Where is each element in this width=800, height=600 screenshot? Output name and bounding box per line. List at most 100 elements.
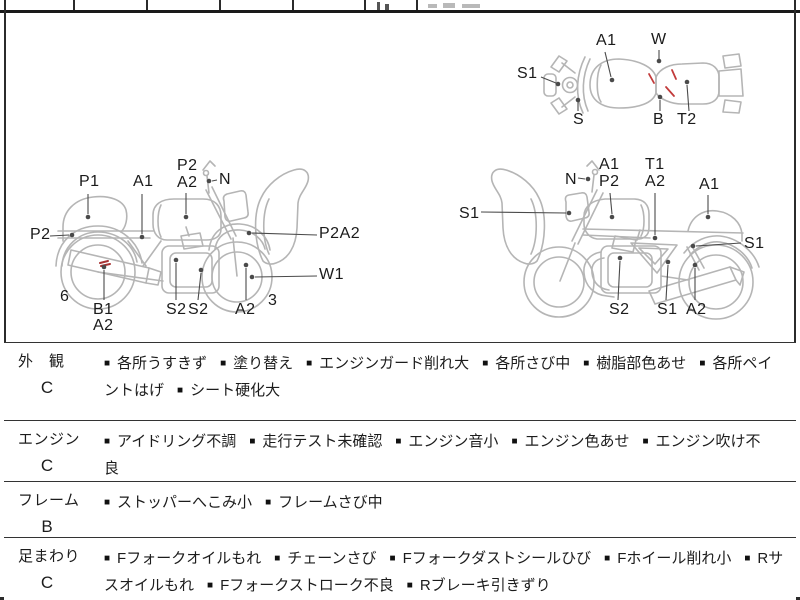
defect-item: ■チェーンさび (274, 550, 376, 567)
defect-text: Fホイール削れ小 (617, 550, 732, 567)
bullet-square-icon: ■ (104, 436, 111, 447)
defect-item: ■Rサスオイルもれ (104, 550, 783, 594)
section-label: 足まわり (18, 548, 81, 565)
diagram-label-p2a2: P2A2 (319, 225, 361, 242)
defect-text: エンジン色あせ (524, 433, 630, 450)
top-view-callout-lines (540, 50, 690, 112)
sheet-left-border (4, 0, 6, 600)
defect-item: ■塗り替え (220, 355, 293, 372)
diagram-label-a1: A1 (133, 173, 154, 190)
bullet-square-icon: ■ (699, 358, 706, 369)
diagram-label-a1: A1 (699, 176, 720, 193)
diagram-label-p2: P2 (30, 226, 51, 243)
bullet-square-icon: ■ (306, 358, 313, 369)
diagram-label-n: N (219, 171, 232, 188)
defect-item: ■エンジン音小 (395, 433, 498, 450)
defect-text: 各所ペイントはげ (104, 355, 773, 399)
defect-text: フレームさび中 (278, 494, 383, 511)
diagram-label-a2: A2 (177, 174, 198, 191)
defect-text: シート硬化大 (190, 382, 281, 399)
defect-item: ■エンジン吹け不良 (104, 433, 761, 477)
section-grade: C (40, 573, 54, 592)
diagram-label-a2: A2 (235, 301, 256, 318)
diagram-label-a2: A2 (93, 317, 114, 334)
motorcycle-left-side-art (55, 160, 310, 313)
defect-list: ■アイドリング不調■走行テスト未確認■エンジン音小■エンジン色あせ■エンジン吹け… (104, 421, 796, 481)
defect-text: 各所うすきず (117, 355, 208, 372)
condition-table: 外 観 C ■各所うすきず■塗り替え■エンジンガード削れ大■各所さび中■樹脂部色… (4, 342, 796, 600)
defect-item: ■ エンジンガード削れ大 (306, 355, 469, 372)
defect-item: ■ 走行テスト未確認 (249, 433, 382, 450)
bullet-square-icon: ■ (389, 553, 396, 564)
section-grade: C (40, 378, 54, 397)
defect-item: ■ Fフォークオイルもれ (104, 550, 261, 567)
defect-text: Fフォークオイルもれ (117, 550, 262, 567)
muffler-damage-mark (99, 260, 111, 267)
bullet-square-icon: ■ (265, 497, 272, 508)
diagram-label-a2: A2 (645, 173, 666, 190)
sheet-right-border (794, 0, 796, 600)
defect-item: ■アイドリング不調 (104, 433, 236, 450)
diagram-label-w1: W1 (319, 266, 344, 283)
bullet-square-icon: ■ (177, 385, 184, 396)
diagram-label-p2: P2 (177, 157, 198, 174)
bullet-square-icon: ■ (207, 580, 214, 591)
section-label: エンジン (18, 431, 81, 448)
diagram-label-6: 6 (60, 288, 70, 305)
bullet-square-icon: ■ (249, 436, 256, 447)
diagram-label-s1: S1 (744, 235, 765, 252)
defect-text: エンジン音小 (408, 433, 499, 450)
defect-text: 樹脂部色あせ (596, 355, 687, 372)
section-label: 外 観 (18, 353, 65, 370)
defect-item: ■樹脂部色あせ (583, 355, 686, 372)
diagram-label-w: W (651, 31, 667, 48)
diagram-label-n: N (565, 171, 578, 188)
left-side-callout-lines (49, 178, 318, 301)
diagram-label-p1: P1 (79, 173, 100, 190)
header-cell-divider (292, 0, 294, 11)
defect-text: Rブレーキ引きずり (419, 577, 551, 594)
header-cell-divider (364, 0, 366, 11)
diagram-label-s2: S2 (609, 301, 630, 318)
header-cell-divider (73, 0, 75, 11)
defect-text: 各所さび中 (495, 355, 571, 372)
defect-list: ■Fフォークオイルもれ■チェーンさび■Fフォークダストシールひび■Fホイール削れ… (104, 538, 796, 600)
inspection-row-frame: フレーム B ■ストッパーへこみ小 ■ フレームさび中 (4, 481, 796, 537)
bullet-square-icon: ■ (104, 553, 111, 564)
defect-text: 走行テスト未確認 (262, 433, 383, 450)
defect-item: ■Fホイール削れ小 (604, 550, 731, 567)
motorcycle-right-side-art (490, 160, 760, 320)
defect-item: ■ フレームさび中 (265, 494, 383, 511)
defect-list: ■各所うすきず■塗り替え■エンジンガード削れ大■各所さび中■樹脂部色あせ■各所ペ… (104, 343, 796, 420)
header-cell-divider (146, 0, 148, 11)
defect-item: ■各所ペイントはげ (104, 355, 772, 399)
section-grade: B (41, 517, 53, 536)
header-cell-divider (219, 0, 221, 11)
cutoff-text-fragment (443, 3, 455, 8)
diagram-label-b1: B1 (93, 301, 114, 318)
diagram-label-s1: S1 (517, 65, 538, 82)
defect-text: Fフォークダストシールひび (402, 550, 592, 567)
inspection-row-exterior: 外 観 C ■各所うすきず■塗り替え■エンジンガード削れ大■各所さび中■樹脂部色… (4, 342, 796, 420)
header-row-cutoff (0, 0, 800, 11)
bullet-square-icon: ■ (406, 580, 413, 591)
defect-item: ■各所さび中 (482, 355, 570, 372)
defect-item: ■Fフォークストローク不良 (207, 577, 394, 594)
defect-item: ■ストッパーへこみ小 (104, 494, 252, 511)
cutoff-text-fragment (428, 4, 437, 8)
defect-text: エンジンガード削れ大 (319, 355, 470, 372)
motorcycle-top-view-art (543, 53, 744, 115)
cutoff-text-fragment (385, 4, 389, 10)
defect-item: ■エンジン色あせ (511, 433, 629, 450)
diagram-label-s1: S1 (657, 301, 678, 318)
diagram-label-3: 3 (268, 292, 278, 309)
defect-text: チェーンさび (287, 550, 377, 567)
seat-scratch-marks (648, 69, 677, 97)
defect-item: ■ Fフォークダストシールひび (390, 550, 592, 567)
section-label: フレーム (18, 492, 80, 509)
header-bottom-border (0, 10, 800, 13)
bullet-square-icon: ■ (104, 358, 111, 369)
bullet-square-icon: ■ (642, 436, 649, 447)
defect-item: ■ シート硬化大 (177, 382, 280, 399)
